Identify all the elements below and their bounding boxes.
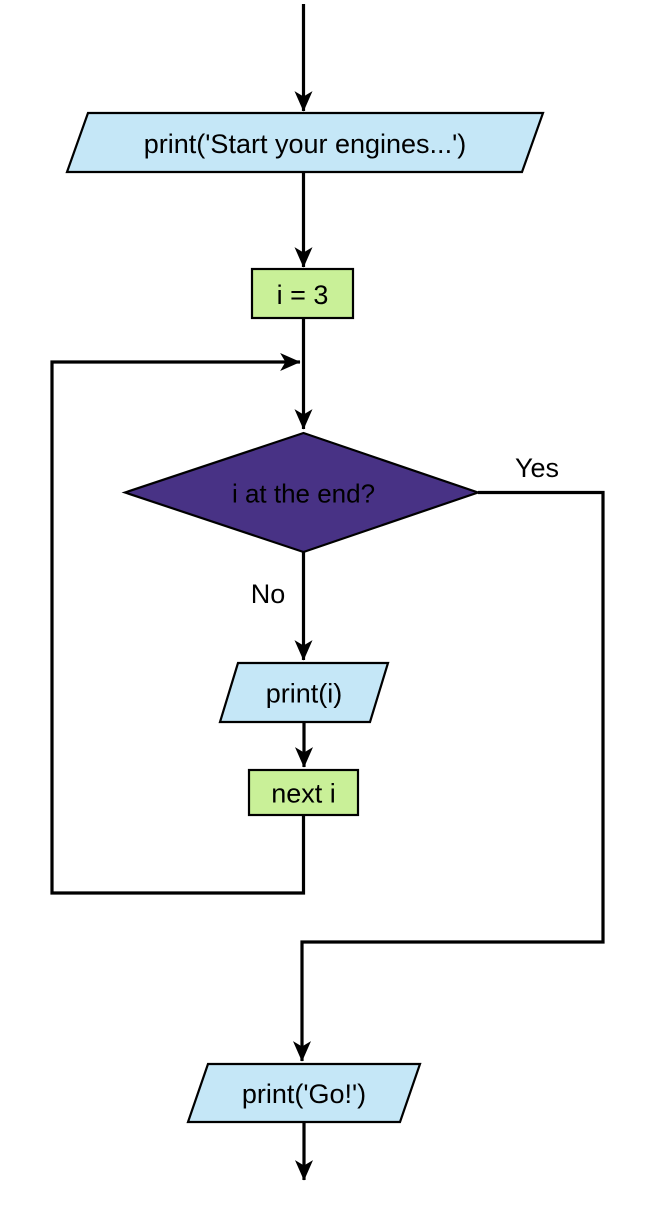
init-process-label: i = 3 xyxy=(277,280,329,310)
start-output-label: print('Start your engines...') xyxy=(144,129,466,159)
go-output-shape xyxy=(186,1062,422,1124)
decision-label: i at the end? xyxy=(232,479,375,509)
next-i-process-label: next i xyxy=(271,779,336,809)
yes-branch-arrow xyxy=(292,490,605,1062)
no-edge-label: No xyxy=(251,579,286,609)
print-i-output-label: print(i) xyxy=(266,679,343,709)
loop-return-arrow xyxy=(50,352,306,895)
init-process-shape xyxy=(250,267,355,320)
yes-edge-label: Yes xyxy=(515,453,559,483)
start-output-shape xyxy=(65,111,545,174)
go-output-label: print('Go!') xyxy=(242,1079,366,1109)
next-i-process-shape xyxy=(247,768,360,817)
decision-diamond-shape xyxy=(121,431,482,554)
print-i-output-shape xyxy=(218,661,390,724)
